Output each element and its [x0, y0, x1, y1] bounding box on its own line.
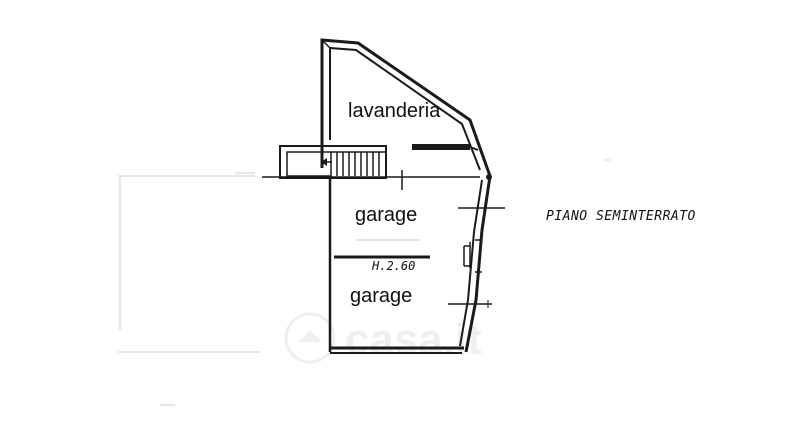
faint-background-lines: [118, 159, 610, 406]
staircase: [279, 145, 387, 179]
garage-walls: [262, 170, 505, 354]
room-label-lavanderia: lavanderia: [348, 100, 441, 122]
floor-title: PIANO SEMINTERRATO: [546, 209, 696, 224]
height-note: H.2.60: [371, 259, 415, 273]
garage-divider: [334, 239, 430, 259]
watermark: casa.it: [284, 312, 482, 364]
room-label-garage-upper: garage: [355, 204, 417, 226]
watermark-text: casa.it: [345, 315, 482, 364]
room-label-garage-lower: garage: [350, 285, 412, 307]
wall-detail: [463, 239, 482, 273]
partition-wall: [412, 144, 479, 151]
lavanderia-walls: [320, 38, 492, 177]
